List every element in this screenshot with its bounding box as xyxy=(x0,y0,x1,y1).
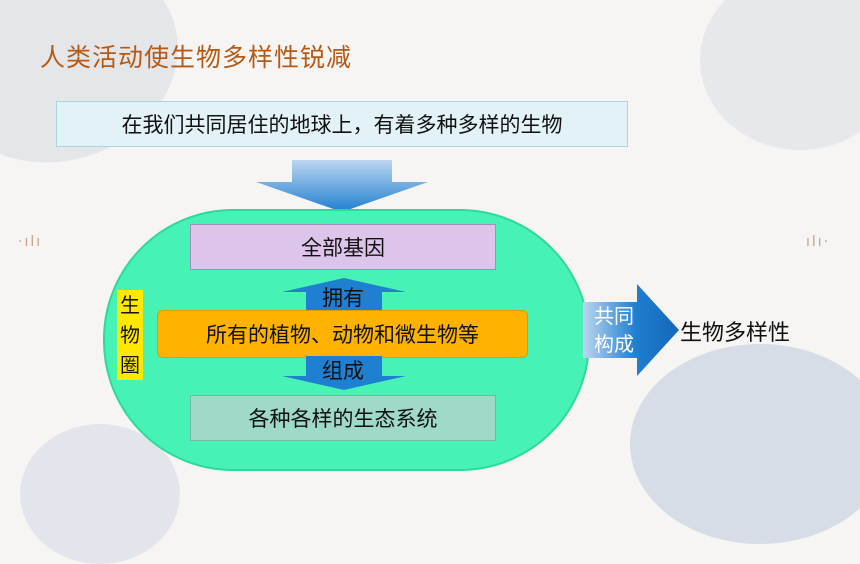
relation-own-label: 拥有 xyxy=(322,286,364,310)
organisms-box: 所有的植物、动物和微生物等 xyxy=(157,310,528,358)
right-arrow-icon xyxy=(583,284,679,376)
relation-form-label: 组成 xyxy=(322,359,364,383)
biosphere-char: 圈 xyxy=(120,353,140,377)
intro-text: 在我们共同居住的地球上，有着多种多样的生物 xyxy=(121,113,563,137)
biosphere-char: 生 xyxy=(120,293,140,317)
background-blob xyxy=(700,0,860,150)
compose-line2: 构成 xyxy=(594,332,634,356)
biosphere-char: 物 xyxy=(120,323,140,347)
background-blob xyxy=(0,0,207,196)
compose-label: 共同 构成 xyxy=(585,302,643,358)
intro-box: 在我们共同居住的地球上，有着多种多样的生物 xyxy=(56,101,628,147)
result-label: 生物多样性 xyxy=(680,321,791,346)
decoration-left: ·ılı xyxy=(18,234,43,250)
down-small-arrow-icon xyxy=(282,356,406,390)
genes-label: 全部基因 xyxy=(301,236,385,260)
genes-box: 全部基因 xyxy=(190,224,496,270)
biosphere-label: 生 物 圈 xyxy=(117,290,143,380)
ecosystems-box: 各种各样的生态系统 xyxy=(190,395,496,441)
organisms-label: 所有的植物、动物和微生物等 xyxy=(206,323,479,347)
compose-line1: 共同 xyxy=(594,304,634,328)
ecosystems-label: 各种各样的生态系统 xyxy=(248,407,438,431)
down-arrow-icon xyxy=(256,160,428,212)
page-title: 人类活动使生物多样性锐减 xyxy=(40,43,353,72)
up-arrow-icon xyxy=(282,278,406,312)
decoration-right: ılı· xyxy=(806,234,831,250)
